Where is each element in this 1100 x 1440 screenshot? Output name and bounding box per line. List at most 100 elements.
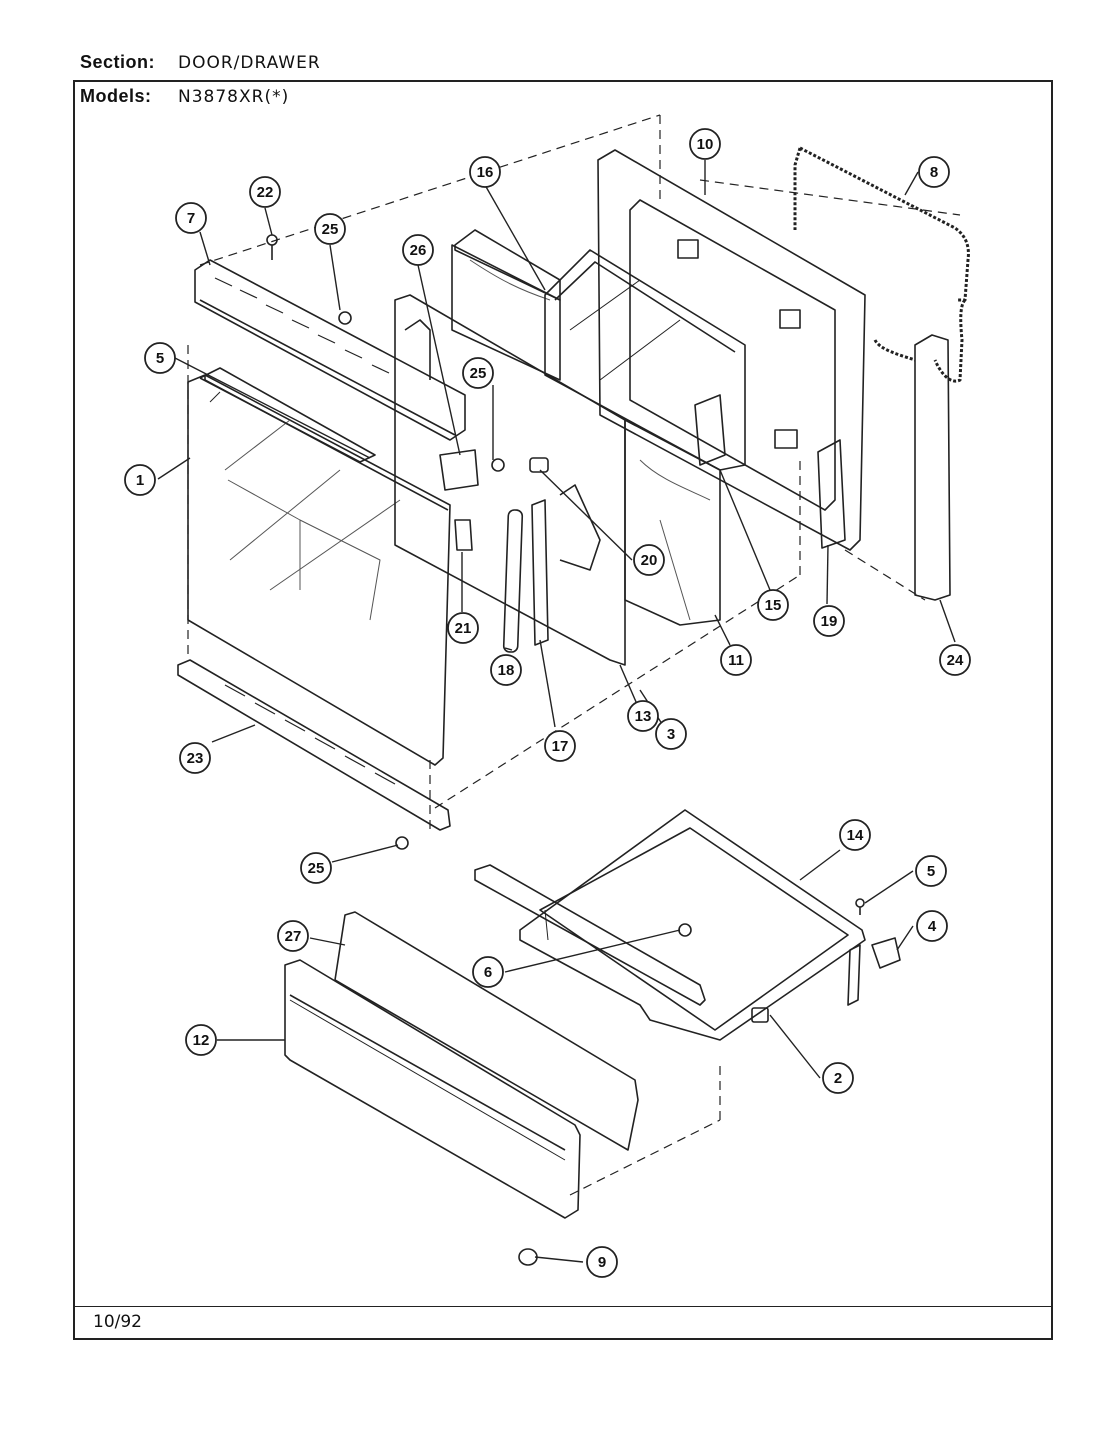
svg-text:20: 20 (641, 552, 658, 569)
part-5-screw-drawer (855, 898, 865, 915)
part-21-spacer (454, 519, 473, 551)
svg-text:6: 6 (484, 964, 492, 981)
callout-22: 22 (249, 176, 281, 208)
callout-7: 7 (175, 202, 207, 234)
part-25-screw-b (491, 458, 505, 472)
callout-4: 4 (916, 910, 948, 942)
part-25-screw-a (338, 311, 352, 325)
models-value: N3878XR(*) (178, 87, 290, 107)
diagram-frame (73, 80, 1053, 1340)
callout-5-drawer: 5 (915, 855, 947, 887)
callout-27: 27 (277, 920, 309, 952)
svg-text:23: 23 (187, 750, 204, 767)
svg-text:5: 5 (927, 863, 935, 880)
callout-11: 11 (720, 644, 752, 676)
svg-text:4: 4 (928, 918, 937, 935)
part-2-roller (751, 1007, 769, 1023)
svg-text:18: 18 (498, 662, 515, 679)
models-header: Models: N3878XR(*) (80, 86, 289, 107)
part-15-inner-glass (544, 249, 746, 471)
models-label: Models: (80, 86, 152, 106)
svg-text:7: 7 (187, 210, 195, 227)
svg-text:15: 15 (765, 597, 782, 614)
part-7-door-top-trim (194, 259, 466, 441)
part-1-outer-door-panel (187, 374, 451, 766)
callout-8: 8 (918, 156, 950, 188)
part-27-drawer-strip (334, 911, 639, 1151)
part-24-side-trim (914, 334, 951, 601)
part-18-seal-strip (502, 509, 524, 653)
svg-text:17: 17 (552, 738, 569, 755)
callout-25-bottom: 25 (300, 852, 332, 884)
callout-9: 9 (586, 1246, 618, 1278)
part-17-channel-strip (531, 499, 549, 646)
svg-text:21: 21 (455, 620, 472, 637)
part-5-hinge-bar (199, 367, 376, 463)
svg-text:10: 10 (697, 136, 714, 153)
svg-text:19: 19 (821, 613, 838, 630)
callout-10: 10 (689, 128, 721, 160)
svg-text:12: 12 (193, 1032, 210, 1049)
svg-text:25: 25 (308, 860, 325, 877)
svg-text:9: 9 (598, 1254, 606, 1271)
svg-text:3: 3 (667, 726, 675, 743)
svg-text:26: 26 (410, 242, 427, 259)
part-14-drawer-body (474, 809, 866, 1041)
part-4-bumper (871, 937, 901, 969)
callout-2: 2 (822, 1062, 854, 1094)
part-19-hinge-bracket (817, 439, 846, 549)
callout-14: 14 (839, 819, 871, 851)
section-label: Section: (80, 52, 156, 72)
callout-20: 20 (633, 544, 665, 576)
callout-6: 6 (472, 956, 504, 988)
svg-text:25: 25 (470, 365, 487, 382)
section-value: DOOR/DRAWER (178, 53, 321, 73)
section-header: Section: DOOR/DRAWER (80, 52, 321, 73)
part-22-screw (266, 234, 278, 260)
callout-15: 15 (757, 589, 789, 621)
svg-text:22: 22 (257, 184, 274, 201)
part-25-screw-c (395, 836, 409, 850)
callout-19: 19 (813, 605, 845, 637)
callout-leaders (157, 160, 956, 1263)
part-6-screw (678, 923, 692, 937)
svg-text:2: 2 (834, 1070, 842, 1087)
footer-divider (73, 1306, 1053, 1307)
svg-text:14: 14 (847, 827, 864, 844)
callout-26: 26 (402, 234, 434, 266)
svg-text:13: 13 (635, 708, 652, 725)
part-26-vent-bracket (439, 449, 479, 491)
svg-text:1: 1 (136, 472, 144, 489)
svg-text:25: 25 (322, 221, 339, 238)
revision-date: 10/92 (93, 1312, 142, 1332)
assembly-guide-lines (187, 114, 961, 1196)
svg-text:5: 5 (156, 350, 164, 367)
svg-text:27: 27 (285, 928, 302, 945)
part-8-door-gasket (793, 146, 970, 383)
svg-text:8: 8 (930, 164, 938, 181)
part-9-foot (518, 1248, 538, 1266)
part-13-inner-panel (394, 294, 626, 666)
callout-17: 17 (544, 730, 576, 762)
part-23-bottom-trim (177, 659, 451, 831)
callout-13: 13 (627, 700, 659, 732)
callout-25-middle: 25 (462, 357, 494, 389)
part-20-clip (529, 457, 549, 473)
callout-12: 12 (185, 1024, 217, 1056)
callout-23: 23 (179, 742, 211, 774)
callout-21: 21 (447, 612, 479, 644)
callout-16: 16 (469, 156, 501, 188)
callout-25-top: 25 (314, 213, 346, 245)
part-12-drawer-front (284, 959, 581, 1219)
callout-18: 18 (490, 654, 522, 686)
part-10-door-frame (597, 149, 866, 551)
svg-text:16: 16 (477, 164, 494, 181)
callout-3: 3 (655, 718, 687, 750)
svg-text:11: 11 (728, 652, 744, 669)
callout-5-door: 5 (144, 342, 176, 374)
svg-text:24: 24 (947, 652, 964, 669)
callouts: 1 2 3 4 5 5 6 7 8 9 10 11 12 13 14 15 16… (124, 128, 971, 1278)
callout-24: 24 (939, 644, 971, 676)
callout-1: 1 (124, 464, 156, 496)
